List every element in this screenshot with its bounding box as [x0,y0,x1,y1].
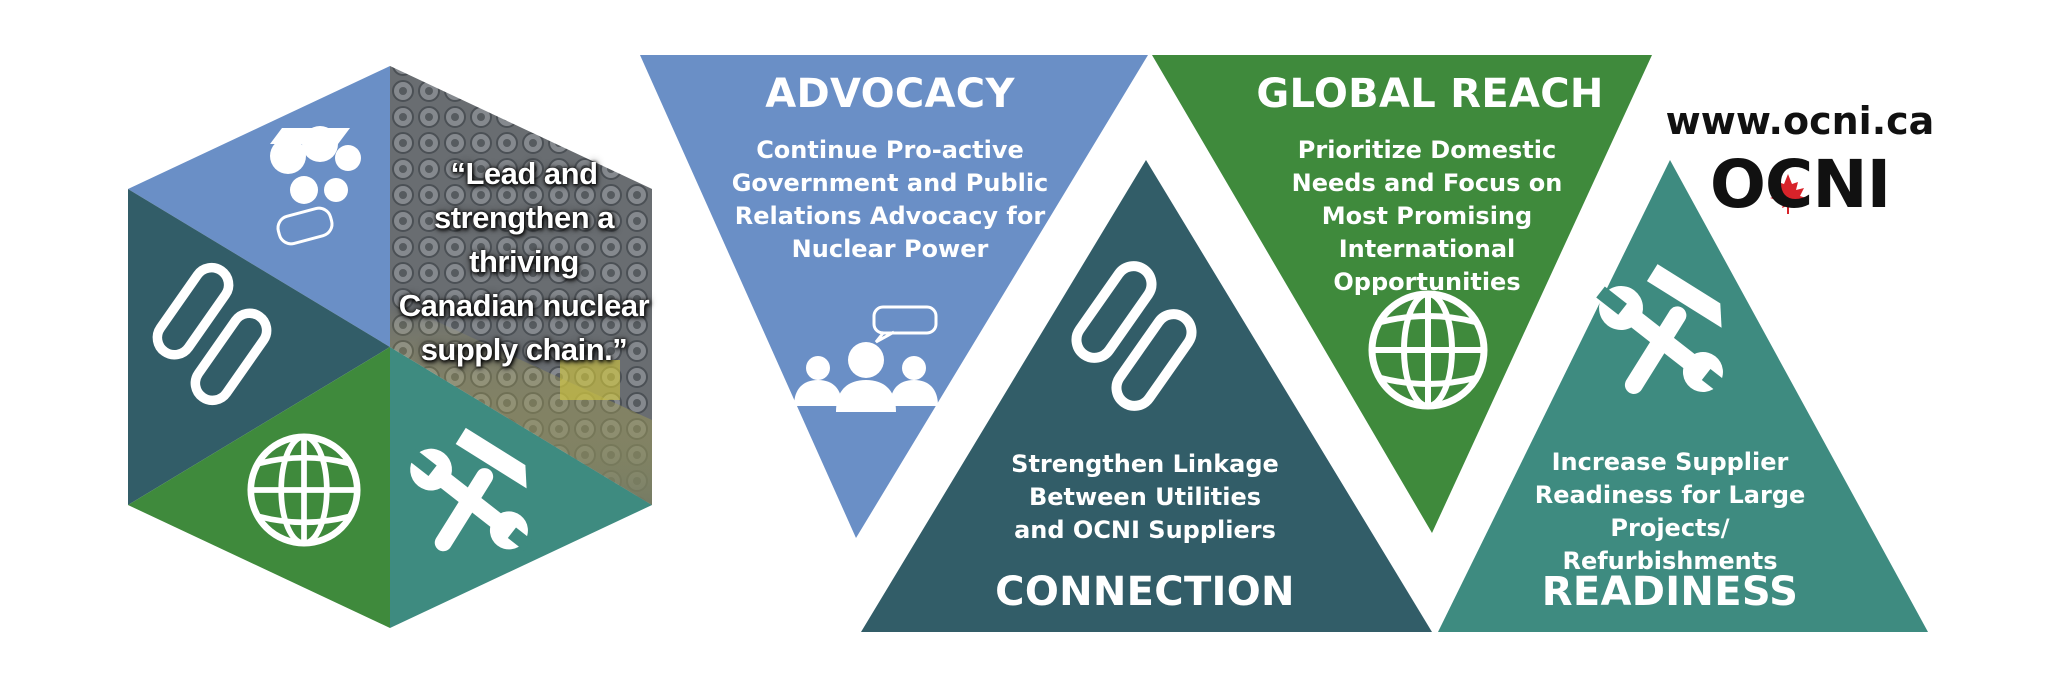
advocacy-triangle [640,55,1148,538]
global-reach-triangle [1152,55,1652,533]
website-url: www.ocni.ca [1665,99,1935,143]
global-reach-title: GLOBAL REACH [1256,71,1604,117]
advocacy-description: Continue Pro-active Government and Publi… [731,136,1049,263]
readiness-triangle [1438,160,1928,632]
readiness-title: READINESS [1541,569,1799,615]
maple-leaf-icon [1770,174,1806,214]
connection-description: Strengthen Linkage Between Utilities and… [1011,450,1279,544]
connection-title: CONNECTION [995,569,1295,615]
mission-quote: “Lead and strengthen a thriving Canadian… [398,156,650,367]
globe-icon [1372,294,1484,406]
hex-segment-readiness [390,347,652,628]
global-reach-description: Prioritize Domestic Needs and Focus on M… [1291,136,1563,296]
ocni-logo: OCNI [1709,146,1891,223]
hex-globe-icon [251,437,357,543]
hex-people-icon [270,126,361,246]
hex-tools-icon [407,427,533,552]
hexagon-emblem [128,66,652,628]
readiness-description: Increase Supplier Readiness for Large Pr… [1534,448,1806,575]
hex-photo-panel [390,66,652,505]
wrench-hammer-icon [1596,264,1728,394]
advocacy-title: ADVOCACY [765,71,1015,117]
